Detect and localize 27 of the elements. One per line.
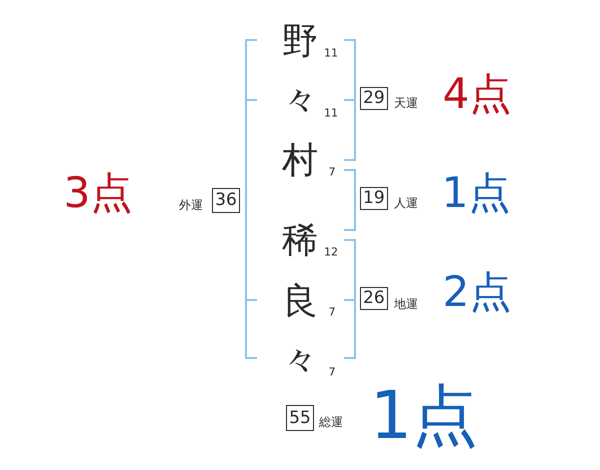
fortune-label: 総運 (319, 416, 343, 428)
score-label: 1点 (442, 172, 510, 214)
fortune-label: 人運 (394, 197, 418, 209)
fortune-label: 外運 (179, 199, 203, 211)
score-label: 3点 (64, 172, 132, 214)
name-character: 々 (282, 83, 318, 119)
name-character: 々 (282, 343, 318, 379)
score-label: 2点 (442, 271, 512, 313)
stroke-count: 12 (324, 246, 338, 258)
stroke-count: 11 (324, 108, 338, 118)
score-label: 4点 (442, 73, 512, 115)
number-box: 29 (360, 87, 388, 110)
name-character: 野 (282, 24, 318, 60)
number-box: 26 (360, 287, 388, 310)
stroke-count: 7 (328, 306, 336, 318)
name-character: 稀 (282, 223, 318, 259)
stroke-count: 7 (328, 166, 336, 178)
number-box: 55 (286, 405, 314, 431)
stroke-count: 11 (324, 48, 338, 58)
name-character: 村 (282, 143, 318, 179)
name-character: 良 (282, 284, 318, 320)
fortune-label: 天運 (394, 97, 418, 109)
score-label: 1点 (370, 383, 478, 449)
fortune-label: 地運 (394, 298, 418, 310)
stroke-count: 7 (328, 366, 336, 378)
number-box: 19 (360, 187, 388, 210)
number-box: 36 (212, 188, 240, 213)
